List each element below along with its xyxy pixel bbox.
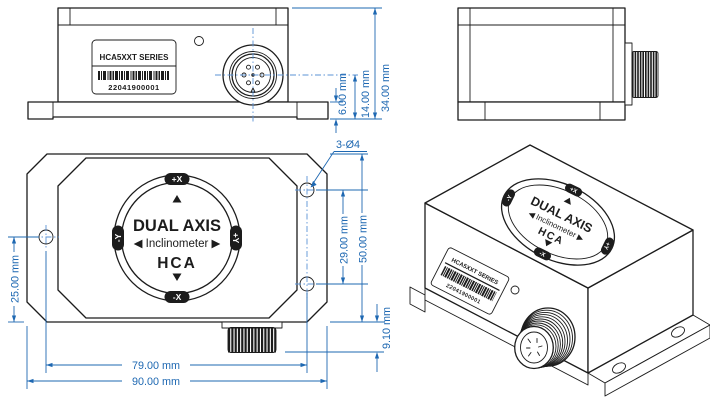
top-connector [221,321,283,353]
iso-connector [514,307,576,370]
arrow-down-icon [172,273,182,281]
dim-connector-stickout: 9.10 mm [381,307,393,349]
front-dimensions: 6.00 mm 14.00 mm 34.00 mm [292,7,392,133]
front-pilot-hole [194,36,204,46]
badge-model: HCA [157,255,197,272]
dim-flange-height: 6.00 mm [337,73,349,115]
front-view: HCA5XXT SERIES 22041900001 [27,7,392,133]
badge-title: DUAL AXIS [133,217,221,235]
top-body-outline [26,153,328,323]
arrow-up-icon [172,195,182,203]
axis-badge: +X -X -Y +Y DUAL AXIS ◀ Inclinometer ▶ H… [112,173,242,303]
iso-axis-top-label: +X [568,187,577,196]
axis-tab-bottom: -X [164,291,190,303]
iso-connector-pins [526,338,543,357]
axis-left-label: -Y [113,233,123,242]
serial-number: 22041900001 [108,83,159,92]
axis-top-label: +X [172,174,183,184]
iso-barcode [440,266,497,302]
connector-pins [241,64,265,93]
dim-hole-offset-left: 25.00 mm [10,255,22,303]
connector-centerlines [215,28,358,122]
dim-overall-depth: 50.00 mm [358,215,370,263]
front-body-outline [27,7,329,120]
axis-right-label: +Y [231,233,241,244]
series-label: HCA5XXT SERIES [100,53,170,62]
badge-subtitle: ◀ Inclinometer ▶ [134,238,222,250]
front-connector [215,28,358,122]
iso-axis-bottom-label: -X [538,251,546,259]
side-view [457,7,659,121]
side-connector [624,42,659,106]
dim-hole-callout: 3-Ø4 [336,139,360,151]
axis-tab-left: -Y [112,225,124,251]
dim-hole-pitch-h: 79.00 mm [132,360,180,372]
axis-tab-top: +X [164,173,190,185]
dim-connector-height: 14.00 mm [360,70,372,118]
dim-overall-width: 90.00 mm [132,376,180,388]
axis-bottom-label: -X [173,292,182,302]
front-name-plate: HCA5XXT SERIES 22041900001 [91,39,177,95]
arrow-up-icon [563,197,571,205]
side-body-outline [457,7,626,121]
iso-pilot-hole [510,285,520,295]
dim-overall-height: 34.00 mm [380,64,392,112]
iso-axis-right-label: +Y [602,241,611,250]
top-dimensions: 3-Ø4 29.00 mm 50.00 mm [8,139,393,389]
arrow-down-icon [545,239,553,247]
iso-axis-left-label: -Y [506,195,514,203]
isometric-view: +X -X -Y +Y DUAL AXIS ◀ Inclinometer ▶ H… [409,144,710,397]
dim-hole-pitch-v: 29.00 mm [339,216,351,264]
top-view: +X -X -Y +Y DUAL AXIS ◀ Inclinometer ▶ H… [8,139,393,389]
axis-tab-right: +Y [230,225,242,251]
